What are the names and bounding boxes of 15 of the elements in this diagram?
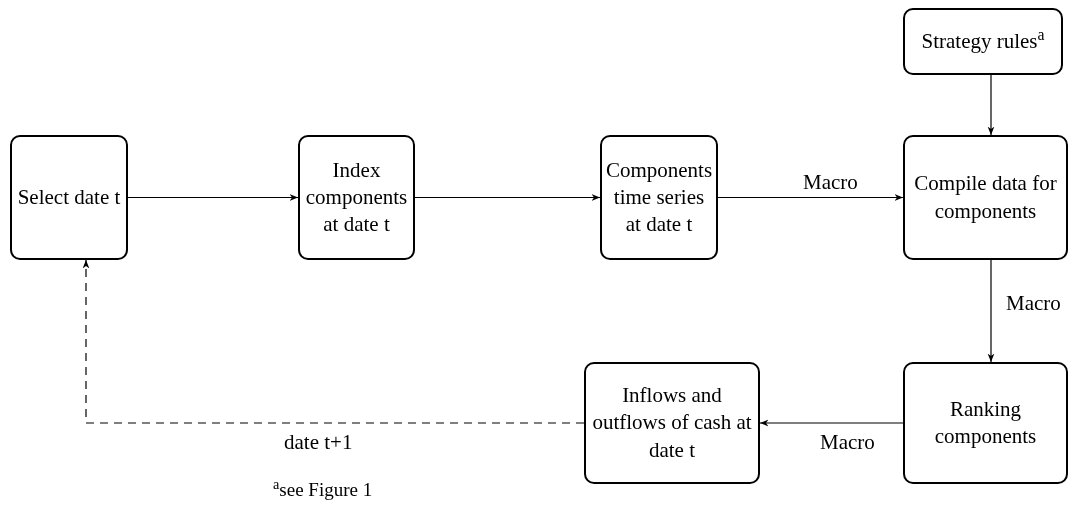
footnote: $^{a}$see Figure 1 — [273, 480, 373, 499]
arrow — [987, 74, 995, 136]
process-box: Ranking components — [903, 362, 1068, 484]
arrow — [414, 194, 601, 201]
arrow — [82, 259, 585, 424]
arrow — [759, 419, 904, 427]
process-box: Select date t — [10, 135, 128, 260]
process-box: Compile data for components — [903, 135, 1068, 260]
arrow — [987, 259, 995, 363]
arrow — [717, 194, 904, 201]
process-box: Inflows and outflows of cash at date t — [584, 362, 760, 484]
process-box: Components time series at date t — [600, 135, 718, 260]
process-box: Index components at date t — [298, 135, 415, 260]
arrow — [127, 194, 299, 201]
process-box: Strategy rules$^{a}$ — [903, 8, 1063, 75]
